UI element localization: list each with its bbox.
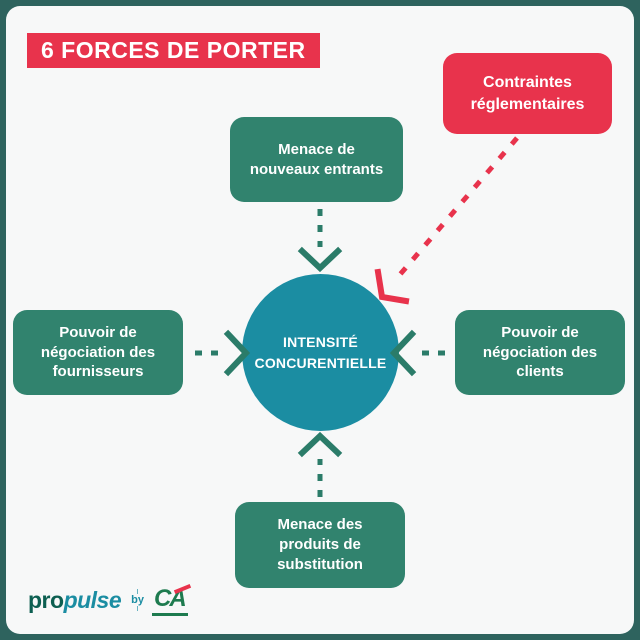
- by-separator-bottom-icon: [137, 606, 139, 612]
- ca-underline-icon: [151, 612, 188, 616]
- logo-pro-text: pro: [28, 586, 64, 613]
- force-label: Pouvoir de négociation des clients: [482, 323, 598, 381]
- force-box-new-entrants: Menace de nouveaux entrants: [230, 117, 403, 202]
- logo-by-text: by: [131, 593, 144, 606]
- force-box-regulatory: Contraintes réglementaires: [443, 53, 612, 134]
- logo-pulse-text: pulse: [63, 586, 122, 613]
- force-box-suppliers: Pouvoir de négociation des fournisseurs: [13, 310, 183, 395]
- force-box-clients: Pouvoir de négociation des clients: [455, 310, 625, 395]
- title-banner: 6 FORCES DE PORTER: [27, 33, 320, 68]
- force-label: Menace des produits de substitution: [277, 516, 363, 573]
- force-box-substitutes: Menace des produits de substitution: [235, 502, 405, 588]
- force-label: Pouvoir de négociation des fournisseurs: [40, 323, 156, 381]
- force-label: Menace de nouveaux entrants: [249, 140, 384, 178]
- by-separator-top-icon: [137, 588, 139, 594]
- force-label: Contraintes réglementaires: [470, 74, 585, 113]
- center-circle-label: INTENSITÉ CONCURENTIELLE: [254, 333, 387, 371]
- center-circle: INTENSITÉ CONCURENTIELLE: [242, 274, 399, 431]
- ca-logo: CA: [151, 583, 191, 616]
- logo-by-group: by: [131, 588, 144, 612]
- page-title: 6 FORCES DE PORTER: [41, 37, 306, 63]
